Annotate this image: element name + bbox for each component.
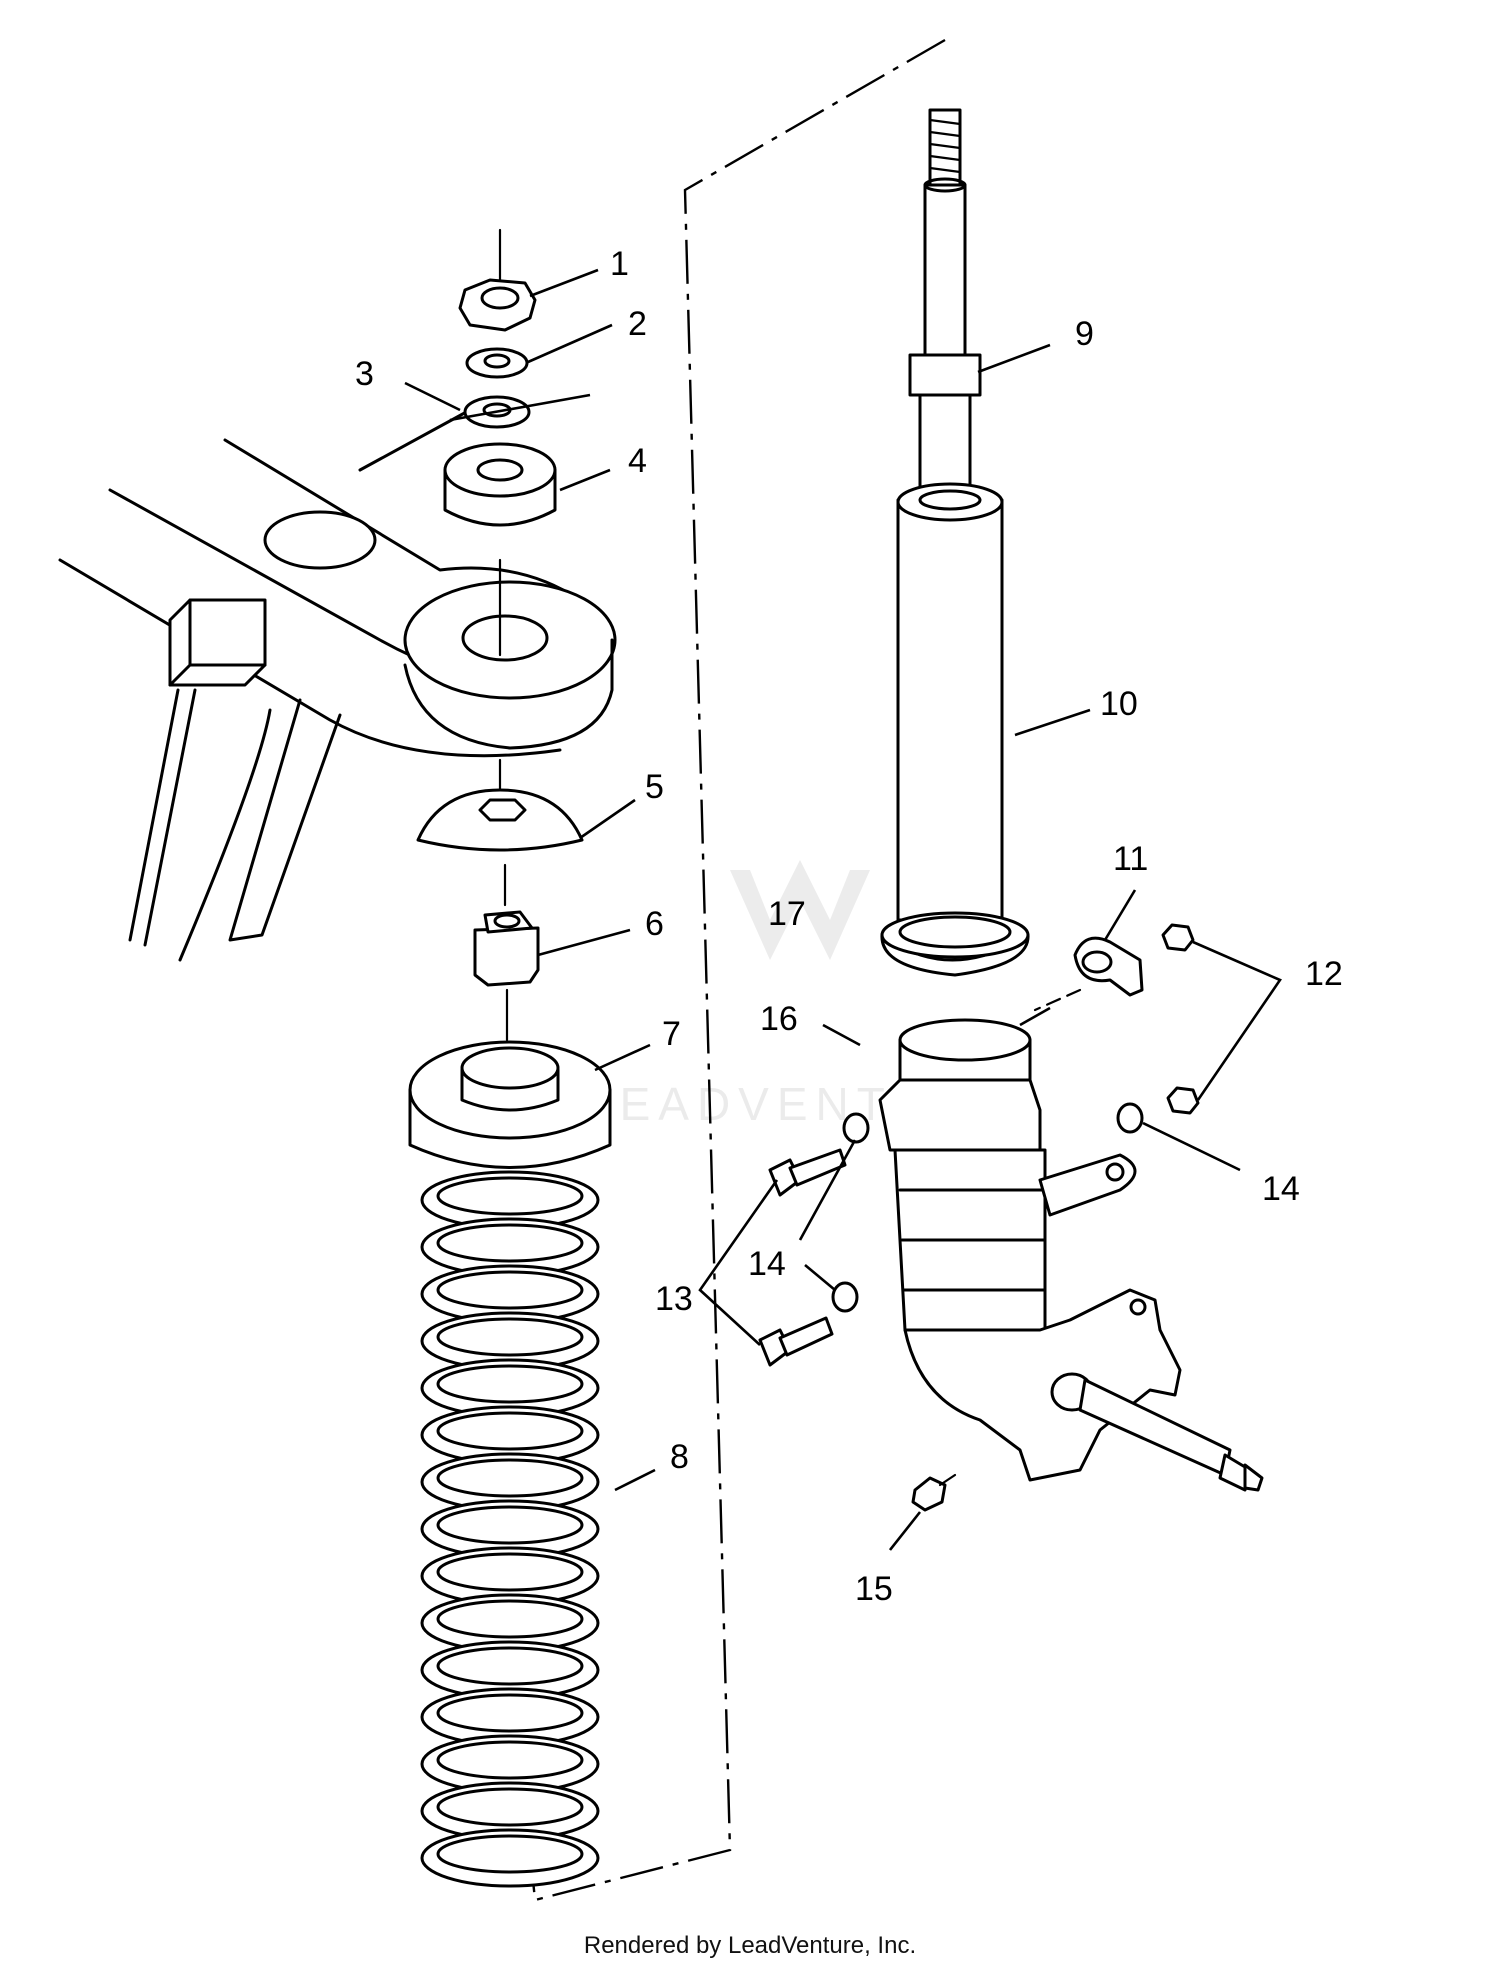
spring-seat-item-7 [408, 1040, 612, 1169]
spring-coil-loop [420, 1828, 600, 1888]
callout-9: 9 [1075, 315, 1094, 353]
callout-3: 3 [355, 355, 374, 393]
callout-5: 5 [645, 768, 664, 806]
spacer-item-6 [473, 910, 540, 987]
grease-fitting-item-15 [911, 1473, 957, 1512]
callout-10: 10 [1100, 685, 1138, 723]
spring-coil-inner [436, 1599, 584, 1639]
callout-8: 8 [670, 1438, 689, 1476]
leader-lines [404, 268, 1282, 1551]
callout-labels: 1 2 3 4 5 6 7 8 9 10 11 12 13 14 14 15 1… [355, 245, 1343, 1608]
spring-coil-inner [436, 1834, 584, 1874]
shock-absorber-item-10 [896, 108, 1004, 922]
spring-coil-inner [436, 1411, 584, 1451]
callout-1: 1 [610, 245, 629, 283]
spring-coil-inner [436, 1505, 584, 1545]
callout-16: 16 [760, 1000, 798, 1038]
spring-coil-inner [436, 1740, 584, 1780]
callout-15: 15 [855, 1570, 893, 1608]
dished-cup-item-5 [416, 788, 584, 852]
callout-11: 11 [1113, 840, 1148, 878]
callout-7: 7 [662, 1015, 681, 1053]
washer-item-14 [831, 1102, 1144, 1313]
footer-credit: Rendered by LeadVenture, Inc. [583, 1932, 917, 1959]
callout-6: 6 [645, 905, 664, 943]
callout-14-right: 14 [1262, 1170, 1300, 1208]
spring-coil-inner [436, 1693, 584, 1733]
clamp-item-11 [1073, 936, 1144, 997]
callout-2: 2 [628, 305, 647, 343]
hex-nut-item-1 [458, 228, 537, 332]
spring-coil-inner [436, 1458, 584, 1498]
seal-ring-item-17 [880, 911, 1030, 977]
callout-17: 17 [768, 895, 806, 933]
callout-4: 4 [628, 442, 647, 480]
spring-coil-inner [436, 1787, 584, 1827]
coil-spring-item-8 [420, 1170, 600, 1888]
jounce-bumper-item-9 [908, 353, 982, 397]
frame-arm [58, 408, 617, 962]
spring-coil-inner [436, 1176, 584, 1216]
steering-knuckle-housing-item-16 [878, 1018, 1264, 1492]
rubber-bushing-item-4 [443, 442, 557, 527]
bolt-item-13 [758, 1148, 847, 1367]
spring-coil-inner [436, 1270, 584, 1310]
callout-13: 13 [655, 1280, 693, 1318]
spring-coil-inner [436, 1646, 584, 1686]
callout-14-left: 14 [748, 1245, 786, 1283]
callout-12: 12 [1305, 955, 1343, 993]
washer-item-2 [465, 347, 529, 379]
spring-coil-inner [436, 1552, 584, 1592]
spring-coil-inner [436, 1223, 584, 1263]
spring-coil-inner [436, 1317, 584, 1357]
spring-coil-inner [436, 1364, 584, 1404]
nut-item-12 [1161, 923, 1200, 1115]
